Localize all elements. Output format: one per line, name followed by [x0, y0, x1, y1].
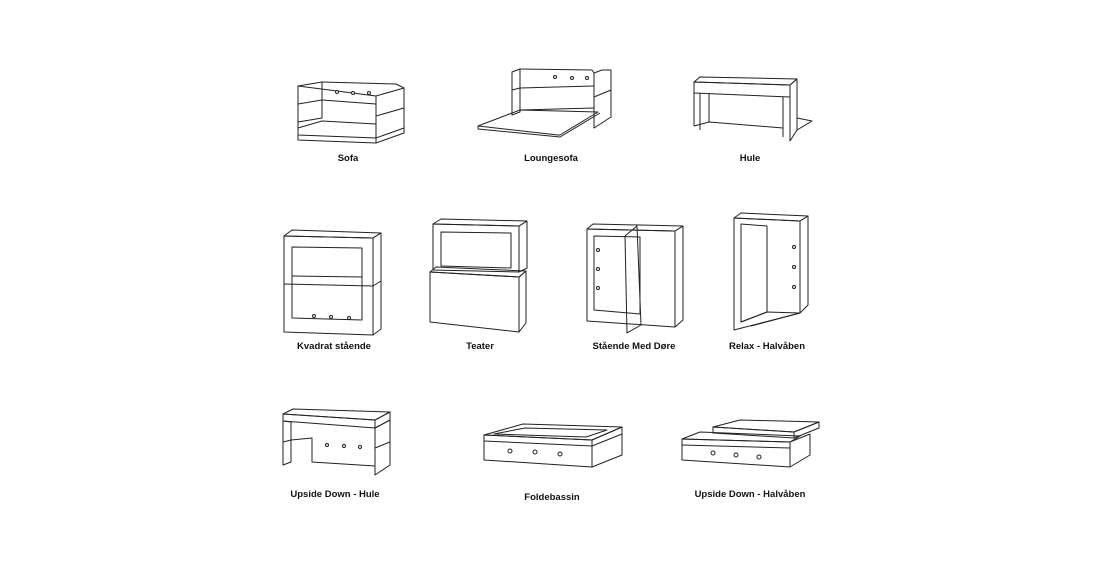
module-label-foldebassin: Foldebassin [524, 492, 580, 503]
module-label-upside-down-halvaaben: Upside Down - Halvåben [694, 489, 806, 500]
loungesofa-drawing [477, 68, 612, 138]
module-label-kvadrat-staende: Kvadrat stående [297, 341, 371, 352]
module-label-relax-halvaaben: Relax - Halvåben [728, 341, 806, 352]
upside-down-halvaaben-drawing [681, 419, 820, 468]
module-label-hule: Hule [739, 153, 761, 164]
module-label-upside-down-hule: Upside Down - Hule [290, 489, 380, 500]
sofa-drawing [297, 81, 405, 144]
teater-drawing [429, 218, 528, 333]
module-label-teater: Teater [466, 341, 494, 352]
hule-drawing [693, 76, 813, 142]
module-label-staende-med-doere: Stående Med Døre [592, 341, 676, 352]
relax-halvaaben-drawing [733, 212, 809, 331]
staende-med-doere-drawing [586, 223, 684, 334]
kvadrat-staende-drawing [283, 229, 382, 336]
upside-down-hule-drawing [282, 408, 391, 476]
foldebassin-drawing [483, 423, 623, 468]
module-label-loungesofa: Loungesofa [524, 153, 578, 164]
module-label-sofa: Sofa [337, 153, 359, 164]
